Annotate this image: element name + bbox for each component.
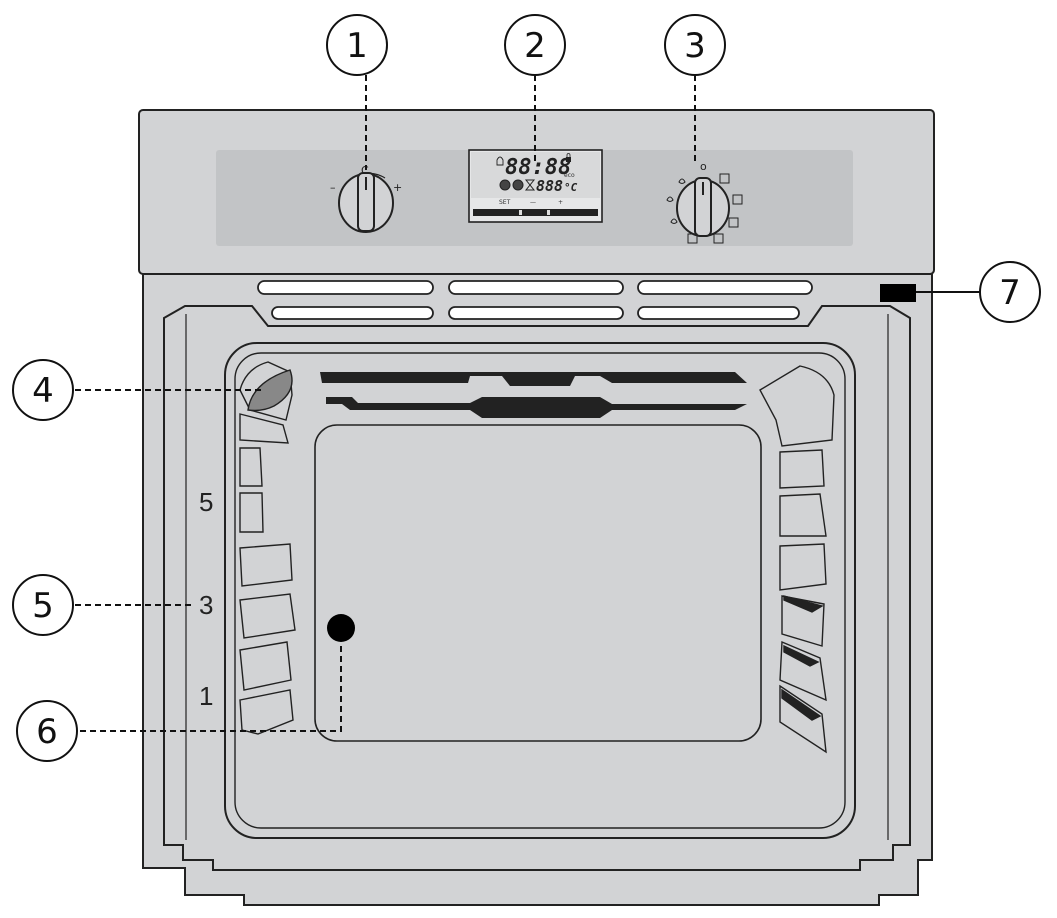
shelf-level-3: 3: [199, 590, 213, 620]
callout-2: 2: [504, 14, 566, 76]
callout-4-label: 4: [32, 371, 54, 411]
display-unit: °C: [564, 181, 578, 194]
power-icon: [499, 179, 511, 191]
callout-4: 4: [12, 359, 74, 421]
knob-plus-label: +: [393, 181, 402, 194]
set-label: SET: [499, 199, 511, 206]
callout-5: 5: [12, 574, 74, 636]
callout-7: 7: [979, 261, 1041, 323]
callout-6: 6: [16, 700, 78, 762]
knob-off-symbol: o: [700, 160, 707, 173]
clock-icon: [512, 179, 524, 191]
button-strip[interactable]: [473, 209, 598, 216]
lock-icon: [566, 153, 571, 162]
shelf-level-1: 1: [199, 681, 213, 711]
right-shelf-supports: [759, 365, 835, 754]
function-knob[interactable]: o: [666, 160, 743, 244]
indicator-label-plate: [880, 284, 916, 302]
oven-cavity: [224, 342, 856, 839]
shelf-level-5: 5: [199, 487, 213, 517]
callout-3-label: 3: [684, 26, 706, 66]
callout-5-label: 5: [32, 586, 54, 626]
grill-heating-element: [320, 372, 747, 418]
plus-label: +: [558, 199, 563, 206]
callout-3: 3: [664, 14, 726, 76]
callout-1: 1: [326, 14, 388, 76]
temperature-knob[interactable]: – + C: [330, 164, 402, 233]
callout-1-label: 1: [346, 26, 368, 66]
hourglass-icon: [524, 179, 536, 191]
ventilation-slots: [257, 280, 813, 320]
callout-2-label: 2: [524, 26, 546, 66]
oven-lamp: [247, 369, 293, 412]
oven-sensor-dot: [327, 614, 355, 642]
eco-label: eco: [564, 172, 575, 179]
cooking-icon: [496, 156, 504, 166]
display-bottom-digits: 888: [536, 177, 563, 195]
mode-symbol-icons: [666, 173, 743, 244]
display-top-digits: 88:88: [505, 155, 571, 180]
callout-6-label: 6: [36, 712, 58, 752]
callout-7-label: 7: [999, 273, 1021, 313]
callout-lines: [75, 75, 980, 732]
knob-top-symbol: C: [361, 164, 369, 177]
knob-minus-label: –: [330, 181, 336, 194]
shelf-level-labels: 5 3 1: [199, 487, 213, 711]
minus-label: —: [530, 199, 536, 206]
